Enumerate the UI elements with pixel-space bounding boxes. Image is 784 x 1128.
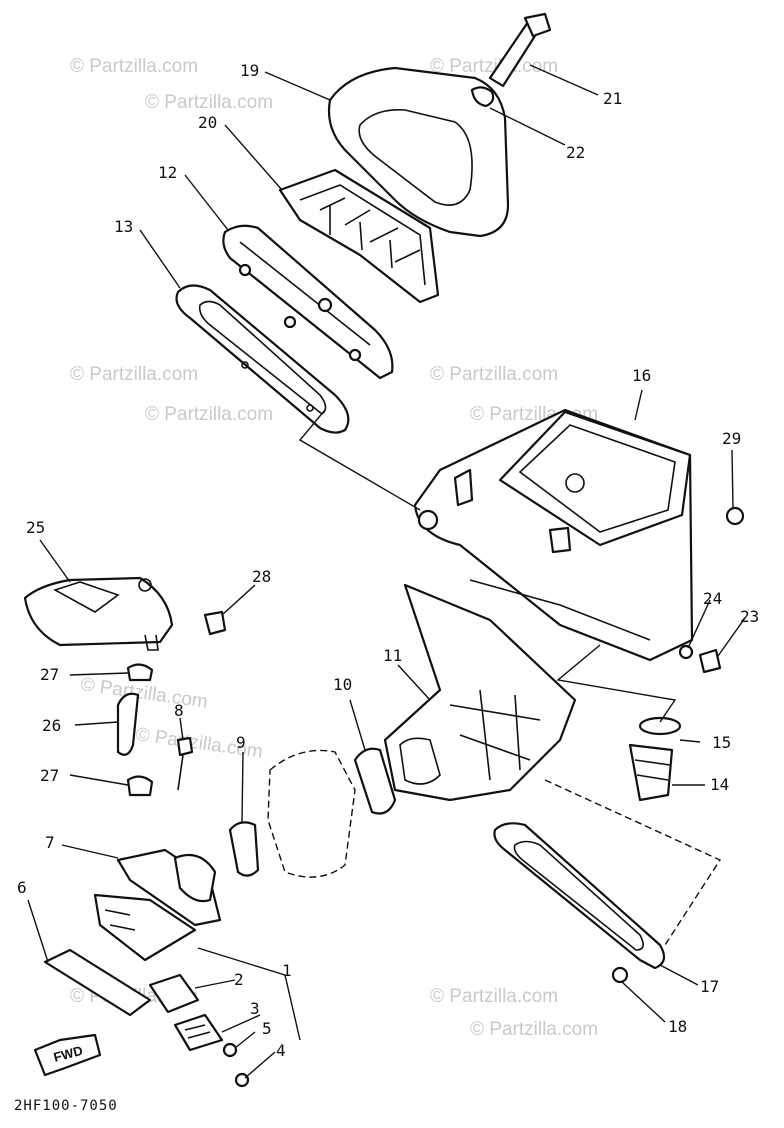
callout-13: 13: [114, 217, 133, 236]
case-fasteners: [678, 506, 745, 674]
watermark: © Partzilla.com: [430, 986, 558, 1007]
duct-clamp: [353, 747, 397, 815]
diagram-code: 2HF100-7050: [14, 1098, 118, 1114]
bolt-and-washer: [470, 12, 552, 108]
callout-1: 1: [282, 961, 292, 980]
callout-16: 16: [632, 366, 651, 385]
engine-reference-outline: [267, 749, 356, 878]
callout-5: 5: [262, 1019, 272, 1038]
assembly-lines: [298, 409, 722, 946]
watermarks: © Partzilla.com © Partzilla.com © Partzi…: [70, 56, 598, 1040]
air-filter-element: [327, 66, 510, 238]
callout-26: 26: [42, 716, 61, 735]
air-filter-case: [413, 408, 694, 662]
callout-27: 27: [40, 665, 59, 684]
callout-7: 7: [45, 833, 55, 852]
joint-clamp: [228, 821, 260, 877]
case-cover-gasket: [493, 822, 666, 984]
callout-14: 14: [710, 775, 729, 794]
air-intake-duct: [383, 583, 577, 802]
filter-guide: [278, 168, 440, 304]
hose-and-clamps: [116, 663, 194, 797]
callout-20: 20: [198, 113, 217, 132]
case-cover: [23, 576, 174, 651]
callout-4: 4: [276, 1041, 286, 1060]
forward-arrow: FWD: [33, 1033, 102, 1077]
leader-lines: [27, 64, 746, 1079]
callout-6: 6: [17, 878, 27, 897]
callout-3: 3: [250, 999, 260, 1018]
callout-8: 8: [174, 701, 184, 720]
callout-29: 29: [722, 429, 741, 448]
cover-bolt: [203, 610, 227, 636]
filter-seat: [222, 224, 394, 380]
callout-11: 11: [383, 646, 402, 665]
callout-27: 27: [40, 766, 59, 785]
watermark: © Partzilla.com: [430, 364, 558, 385]
callout-17: 17: [700, 977, 719, 996]
callout-25: 25: [26, 518, 45, 537]
callout-12: 12: [158, 163, 177, 182]
fwd-label: FWD: [52, 1043, 84, 1065]
callout-15: 15: [712, 733, 731, 752]
reed-valve-assembly: [43, 848, 250, 1088]
callout-19: 19: [240, 61, 259, 80]
callouts: 19 20 12 13 21 22 16 29 24 23 25 28 27 2…: [17, 61, 759, 1060]
watermark: © Partzilla.com: [145, 404, 273, 425]
watermark: © Partzilla.com: [430, 56, 558, 77]
watermark: © Partzilla.com: [70, 364, 198, 385]
callout-22: 22: [566, 143, 585, 162]
callout-2: 2: [234, 970, 244, 989]
callout-9: 9: [236, 733, 246, 752]
callout-24: 24: [703, 589, 722, 608]
watermark: © Partzilla.com: [145, 92, 273, 113]
filter-gasket: [175, 284, 350, 434]
watermark: © Partzilla.com: [470, 1019, 598, 1040]
callout-28: 28: [252, 567, 271, 586]
callout-23: 23: [740, 607, 759, 626]
watermark: © Partzilla.com: [70, 56, 198, 77]
callout-21: 21: [603, 89, 622, 108]
boot-and-ring: [628, 716, 682, 802]
callout-18: 18: [668, 1017, 687, 1036]
callout-10: 10: [333, 675, 352, 694]
